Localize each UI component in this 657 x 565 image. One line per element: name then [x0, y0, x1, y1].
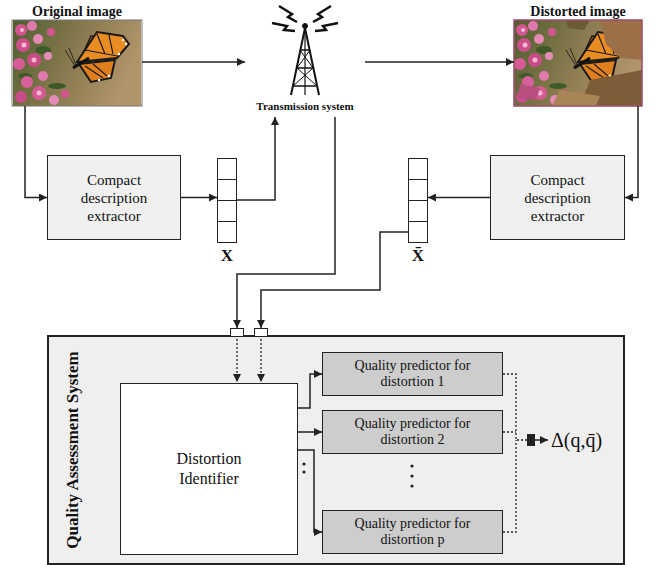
- antenna-tower: [291, 28, 305, 95]
- box-text: Quality predictor for distortion 1: [329, 358, 496, 390]
- box-text: Distortion Identifier: [151, 449, 267, 489]
- vector-cell: [218, 222, 236, 242]
- panel-title: Quality Assessment System: [63, 351, 83, 548]
- output-dotted-lines: [503, 374, 527, 440]
- connector: [181, 197, 217, 199]
- antenna-tower: [297, 68, 317, 86]
- distorted-photo: [514, 20, 642, 106]
- output-dotted-lines: [503, 431, 516, 432]
- box-text: Compact description extractor: [56, 171, 172, 225]
- output-arrow: [535, 439, 548, 441]
- box-text: Quality predictor for distortion p: [329, 516, 496, 548]
- compression-blotches: [600, 20, 642, 60]
- vector-cell: [409, 180, 427, 201]
- connector: [261, 232, 408, 328]
- original-photo: [12, 20, 142, 106]
- compression-blotches: [566, 20, 590, 30]
- connector: [428, 197, 490, 199]
- process-box: Compact description extractor: [47, 155, 181, 240]
- antenna-tower: [313, 6, 331, 22]
- output-formula: Δ(q,q̄): [551, 427, 602, 453]
- connector: [237, 117, 335, 328]
- compression-blotches: [518, 84, 540, 100]
- input-dotted-arrows: [260, 339, 261, 382]
- ellipsis-dots: [410, 474, 413, 477]
- input-port: [254, 328, 268, 337]
- antenna-tower: [315, 23, 338, 31]
- connector: [142, 61, 245, 63]
- original-photo: [13, 20, 141, 106]
- vector-cell: [409, 201, 427, 222]
- vector-label: X: [221, 246, 233, 266]
- input-dotted-arrows: [236, 339, 237, 382]
- image-frame: Distorted image: [514, 3, 642, 106]
- output-dotted-lines: [503, 440, 516, 532]
- system-panel: Quality Assessment System Distortion Iden…: [47, 335, 625, 565]
- connector: [237, 117, 275, 200]
- vector-cells: [217, 158, 237, 243]
- antenna-tower: [304, 28, 305, 95]
- antenna-tower: [293, 85, 317, 87]
- feature-vector: X̄: [408, 158, 428, 266]
- image-frame: Original image: [12, 3, 142, 106]
- ellipsis-dots: [302, 462, 413, 487]
- vector-cell: [218, 201, 236, 222]
- input-dotted-arrows: [237, 339, 261, 382]
- connector: [298, 374, 322, 408]
- vector-cell: [218, 180, 236, 201]
- compression-blotches: [552, 90, 600, 106]
- vector-cells: [408, 158, 428, 243]
- connector: [25, 106, 47, 198]
- predictor-box: Quality predictor for distortion p: [322, 510, 503, 554]
- system-panel-fill: [47, 335, 625, 565]
- vector-cell: [409, 159, 427, 180]
- distorted-photo: [514, 20, 642, 106]
- antenna-tower: [297, 67, 313, 69]
- box-text: Compact description extractor: [499, 171, 616, 225]
- input-port: [230, 328, 244, 337]
- image-caption: Original image: [32, 3, 122, 20]
- antenna-tower: [305, 28, 319, 95]
- connector: [298, 450, 322, 532]
- ellipsis-dots: [302, 462, 305, 465]
- vector-cell: [409, 222, 427, 242]
- antenna-tower: [272, 6, 338, 95]
- connector: [365, 61, 514, 63]
- antenna-tower: [272, 23, 295, 31]
- box-text: Quality predictor for distortion 2: [329, 416, 496, 448]
- antenna-tower: [303, 24, 308, 29]
- output-formula-holder: Δ(q,q̄): [551, 427, 602, 453]
- antenna-tower: [293, 68, 313, 86]
- feature-vector: X: [217, 158, 237, 266]
- vector-label: X̄: [412, 246, 424, 266]
- compression-blotches: [518, 20, 642, 106]
- image-caption: Distorted image: [530, 3, 625, 20]
- ellipsis-dots: [410, 484, 413, 487]
- identifier-box: Distortion Identifier: [120, 383, 298, 555]
- output-dotted-lines: [503, 374, 527, 532]
- connectors: [25, 62, 638, 532]
- process-box: Compact description extractor: [490, 155, 625, 240]
- connector: [298, 431, 322, 433]
- antenna-tower: [300, 49, 310, 51]
- predictor-box: Quality predictor for distortion 1: [322, 352, 503, 396]
- antenna-tower: [279, 6, 297, 22]
- distorted-photo: [514, 20, 642, 106]
- predictor-box: Quality predictor for distortion 2: [322, 410, 503, 454]
- original-photo: [12, 20, 142, 106]
- antenna-caption: Transmission system: [256, 100, 353, 113]
- antenna-tower: [297, 50, 310, 68]
- connector: [625, 106, 638, 198]
- ellipsis-dots: [302, 470, 305, 473]
- output-port: [527, 434, 535, 446]
- antenna-node: Transmission system: [245, 2, 365, 117]
- vector-cell: [218, 159, 236, 180]
- antenna-tower: [300, 50, 313, 68]
- ellipsis-dots: [410, 464, 413, 467]
